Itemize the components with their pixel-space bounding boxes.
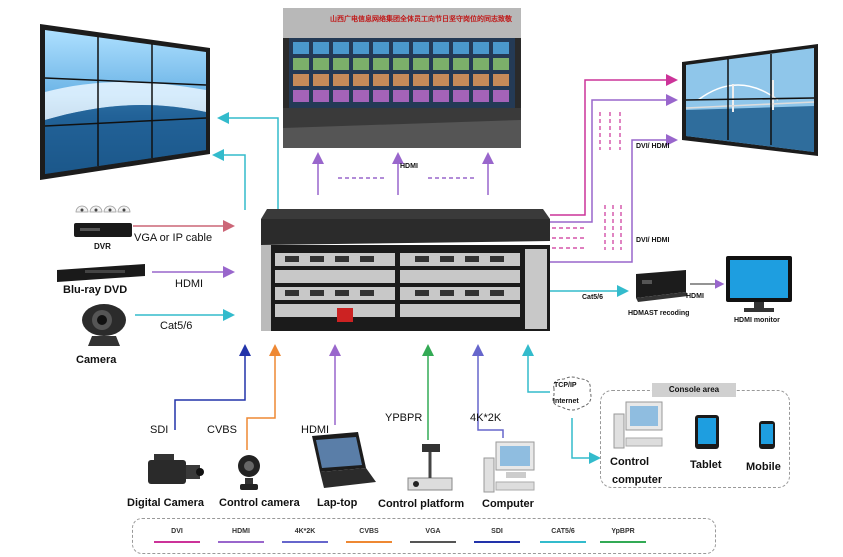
console-computer xyxy=(613,401,663,449)
computer-label: Computer xyxy=(482,498,534,510)
tcp-link xyxy=(522,344,550,393)
dvr-label: DVR xyxy=(94,242,111,251)
document-camera xyxy=(407,444,453,491)
console-area: Console area xyxy=(600,383,790,488)
cyan-link-videowall-1 xyxy=(217,112,279,210)
k4-label: 4K*2K xyxy=(470,412,502,424)
dvi-hdmi-label-1: DVI/ HDMI xyxy=(636,143,670,150)
control-room-banner-text: 山西广电信息网络集团全体员工向节日坚守岗位的同志致敬 xyxy=(330,16,512,23)
vga-ip-cable-label: VGA or IP cable xyxy=(134,232,213,244)
legend-item-cvbs: CVBS xyxy=(359,528,379,535)
sdi-input xyxy=(174,344,251,430)
cvbs-label: CVBS xyxy=(207,424,237,436)
legend-bar-ypbpr xyxy=(600,541,646,543)
matrix-switcher xyxy=(261,209,550,331)
legend-item-cat56: CAT5/6 xyxy=(551,528,575,535)
hd-recorder xyxy=(636,270,688,302)
bluray-player xyxy=(57,264,145,282)
legend-item-ypbpr: YpBPR xyxy=(611,528,635,535)
control-camera-label: Control camera xyxy=(219,497,300,509)
legend: DVI HDMI 4K*2K CVBS VGA SDI CAT5/6 YpBPR xyxy=(132,518,716,554)
bluray-label: Blu-ray DVD xyxy=(63,284,128,296)
camera-label: Camera xyxy=(76,354,117,366)
video-wall-waterfall xyxy=(40,24,210,180)
mobile-icon xyxy=(759,421,775,449)
legend-bar-vga xyxy=(410,541,456,543)
digital-camera xyxy=(148,454,204,484)
legend-bar-4k xyxy=(282,541,328,543)
tcp-ip-label: TCP/IP xyxy=(554,382,577,389)
console-area-title: Console area xyxy=(652,383,736,397)
laptop-label: Lap-top xyxy=(317,497,358,509)
sdi-label: SDI xyxy=(150,424,169,436)
dvr-device xyxy=(74,205,132,237)
control-camera xyxy=(238,455,260,490)
laptop xyxy=(312,432,376,488)
hdmi-top-label: HDMI xyxy=(400,163,418,170)
hdmi-input-label: HDMI xyxy=(175,278,204,290)
cat56-output-label: Cat5/6 xyxy=(582,294,604,301)
hdmi-monitor-label: HDMI monitor xyxy=(734,317,780,324)
cyan-link-videowall-2 xyxy=(212,149,246,210)
hdmi-bottom-label: HDMI xyxy=(301,424,330,436)
internet-cloud xyxy=(552,376,592,411)
internet-label: Internet xyxy=(553,398,579,405)
legend-item-4k: 4K*2K xyxy=(294,528,316,535)
tablet-icon xyxy=(695,415,719,449)
cvbs-input xyxy=(246,344,281,450)
desktop-computer xyxy=(483,441,535,493)
legend-bar-cvbs xyxy=(346,541,392,543)
k4-input xyxy=(472,344,504,438)
control-platform-label: Control platform xyxy=(378,498,465,510)
digital-camera-label: Digital Camera xyxy=(127,497,205,509)
legend-item-hdmi: HDMI xyxy=(232,528,250,535)
legend-bar-dvi xyxy=(154,541,200,543)
legend-item-dvi: DVI xyxy=(171,528,183,535)
console-link xyxy=(571,418,601,464)
dvi-out-1 xyxy=(550,74,678,216)
legend-bar-hdmi xyxy=(218,541,264,543)
recorder-label: HDMAST recoding xyxy=(628,310,690,317)
video-wall-bridge xyxy=(682,44,818,156)
legend-bar-cat56 xyxy=(540,541,586,543)
legend-item-vga: VGA xyxy=(425,528,441,535)
webcam xyxy=(82,304,126,346)
legend-bar-sdi xyxy=(474,541,520,543)
mobile-label: Mobile xyxy=(746,461,781,473)
dvi-hdmi-label-2: DVI/ HDMI xyxy=(636,237,670,244)
console-computer-label: computer xyxy=(612,474,663,486)
control-room-wall xyxy=(283,8,521,148)
hdmi-monitor-link-label: HDMI xyxy=(686,293,704,300)
cat56-input-label: Cat5/6 xyxy=(160,320,193,332)
ypbpr-label: YPBPR xyxy=(385,412,423,424)
console-control-label: Control xyxy=(610,456,650,468)
tablet-label: Tablet xyxy=(690,459,722,471)
legend-item-sdi: SDI xyxy=(491,528,503,535)
dvi-out-2 xyxy=(550,94,678,223)
hdmi-monitor xyxy=(726,256,792,312)
dvi-out-3 xyxy=(550,134,678,263)
